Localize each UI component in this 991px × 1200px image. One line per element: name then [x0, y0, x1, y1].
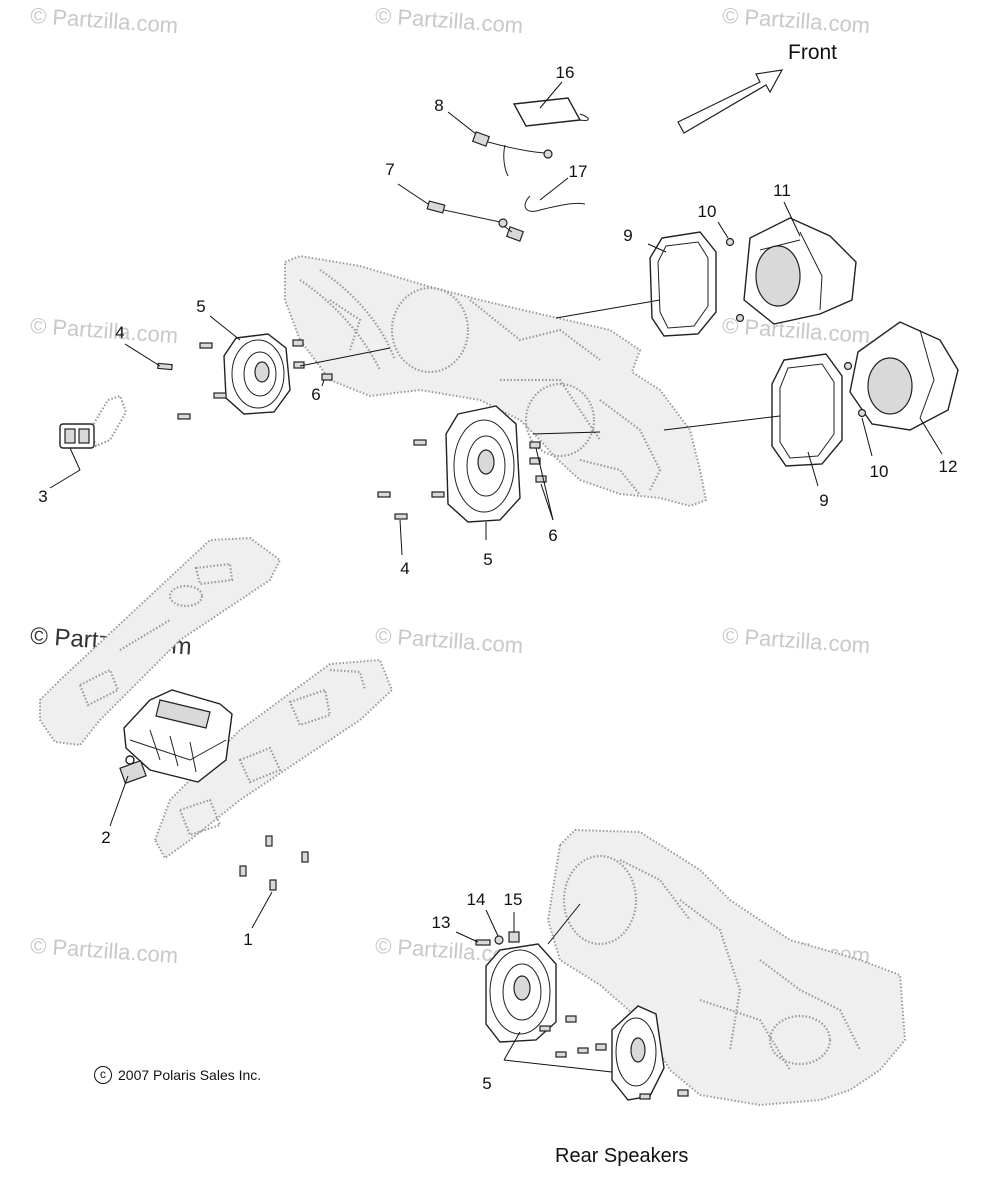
- callout-label: 2: [101, 828, 111, 847]
- dash-frame-outline: [284, 254, 708, 508]
- callout-label: 10: [697, 202, 717, 221]
- part-10-nuts: [725, 237, 867, 418]
- part-17-cable-tie: [524, 195, 586, 212]
- callout-label: 5: [483, 550, 493, 569]
- part-3-switch: [59, 394, 128, 449]
- rear-speakers-label: Rear Speakers: [555, 1145, 689, 1167]
- callout-label: 13: [431, 913, 451, 932]
- part-9-gasket-upper: [649, 231, 717, 337]
- leader-lines: [49, 81, 943, 1073]
- callout-label: 15: [503, 890, 523, 909]
- callout-label: 6: [311, 385, 321, 404]
- callout-label: 11: [773, 181, 791, 200]
- part-1-screws: [239, 835, 309, 891]
- part-9-gasket-lower: [771, 353, 843, 467]
- callout-label: 1: [243, 930, 253, 949]
- part-16-pad: [512, 97, 589, 127]
- part-7-speaker-lead: [426, 200, 525, 242]
- copyright-symbol-icon: c: [94, 1066, 112, 1084]
- part-4-screws: [157, 342, 445, 520]
- callout-label: 17: [568, 162, 588, 181]
- callout-label: 8: [434, 96, 444, 115]
- callout-label: 9: [819, 491, 829, 510]
- front-arrow-icon: [677, 69, 784, 134]
- callout-label: 9: [623, 226, 633, 245]
- part-5-rear-speaker-right: [611, 1005, 665, 1101]
- part-6-fasteners: [292, 339, 547, 483]
- callout-label: 5: [482, 1074, 492, 1093]
- callout-label: 6: [548, 526, 558, 545]
- copyright-notice: c 2007 Polaris Sales Inc.: [94, 1066, 261, 1084]
- callout-label: 14: [466, 890, 486, 909]
- part-2-radio-unit: [119, 689, 233, 785]
- part-5-rear-speaker-left: [485, 943, 557, 1043]
- callout-label: 4: [400, 559, 410, 578]
- part-5-speaker-lower: [445, 405, 521, 523]
- callout-label: 7: [385, 160, 395, 179]
- copyright-text: 2007 Polaris Sales Inc.: [118, 1067, 262, 1083]
- part-12-speaker-housing: [849, 321, 959, 431]
- callout-label: 5: [196, 297, 206, 316]
- parts-13-14-15-hardware: [475, 931, 689, 1100]
- dash-tray-outline: [39, 536, 394, 860]
- callout-label: 3: [38, 487, 48, 506]
- callout-label: 10: [869, 462, 889, 481]
- callout-label: 12: [938, 457, 958, 476]
- part-8-wire-harness: [471, 131, 553, 177]
- part-11-speaker-housing: [743, 217, 857, 325]
- front-direction-label: Front: [788, 41, 838, 64]
- part-5-speaker-upper: [223, 333, 291, 415]
- callout-label: 4: [115, 323, 125, 342]
- rear-body-outline: [546, 828, 907, 1107]
- callout-label: 16: [555, 63, 575, 82]
